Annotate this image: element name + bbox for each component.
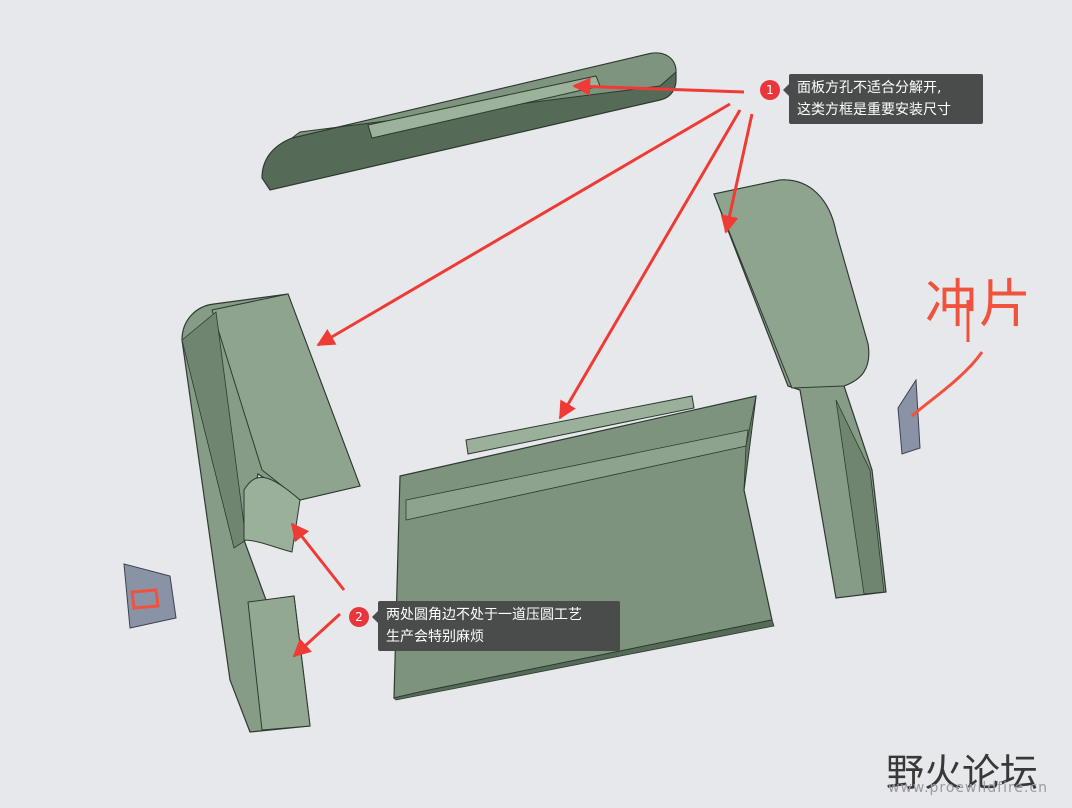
- callout-1-box: 面板方孔不适合分解开, 这类方框是重要安装尺寸: [783, 74, 983, 124]
- watermark-brand: 野火论坛: [886, 751, 1039, 795]
- arrow-to-lower-fillet: [292, 612, 342, 658]
- arrow-to-center-slot: [558, 109, 742, 420]
- top-panel-part: [261, 52, 677, 191]
- arrow-to-right-part: [720, 113, 754, 234]
- callout-2-box: 两处圆角边不处于一道压圆工艺 生产会特别麻烦: [372, 601, 620, 651]
- small-stamped-part-left: [123, 563, 177, 629]
- callout-2: 2 两处圆角边不处于一道压圆工艺 生产会特别麻烦: [349, 601, 620, 651]
- callout-1-line-2: 这类方框是重要安装尺寸: [797, 102, 951, 118]
- callout-2-arrows: [290, 522, 346, 658]
- callout-1-badge: 1: [760, 80, 780, 100]
- right-side-part: [713, 179, 887, 599]
- handwritten-label: 冲片: [925, 275, 1034, 335]
- hand-drawn-line-diagonal: [911, 351, 984, 418]
- callout-2-line-1: 两处圆角边不处于一道压圆工艺: [386, 607, 582, 623]
- arrow-to-top-slot: [572, 77, 745, 96]
- hand-drawn-square: [130, 588, 160, 610]
- callout-2-badge: 2: [349, 607, 369, 627]
- callout-1-line-1: 面板方孔不适合分解开,: [797, 80, 942, 96]
- callout-2-line-2: 生产会特别麻烦: [386, 629, 484, 645]
- callout-1: 1 面板方孔不适合分解开, 这类方框是重要安装尺寸: [760, 74, 983, 124]
- callout-1-arrows: [316, 77, 754, 420]
- left-side-part: [181, 293, 361, 733]
- small-stamped-part-right: [897, 378, 921, 455]
- watermark-url: www.proewildfire.cn: [888, 780, 1049, 796]
- arrow-to-left-part: [316, 102, 731, 347]
- center-panel-part: [393, 395, 775, 701]
- arrow-to-upper-fillet: [290, 522, 346, 591]
